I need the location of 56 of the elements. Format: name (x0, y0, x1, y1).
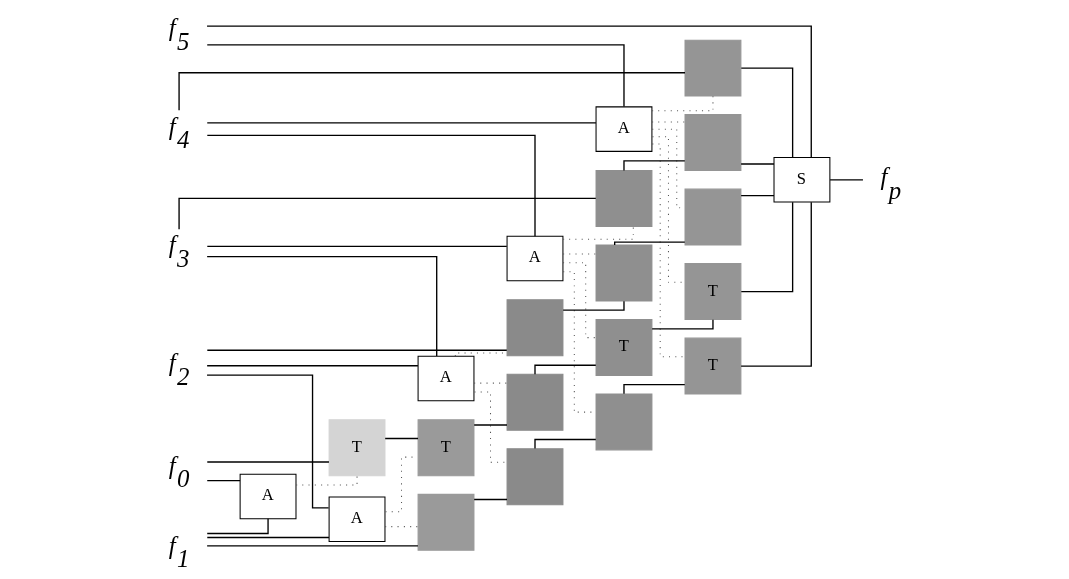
connector (739, 201, 812, 367)
node-box: T (684, 263, 741, 321)
node-box: A (239, 473, 296, 520)
connector (384, 437, 419, 440)
node-box (506, 448, 563, 506)
node-box (684, 114, 741, 172)
connector (533, 364, 596, 375)
node-box: T (417, 419, 474, 477)
connector (473, 424, 508, 426)
node-box: T (595, 319, 652, 376)
connector (561, 300, 625, 311)
connector (739, 194, 775, 197)
connector (206, 134, 536, 237)
connector (740, 67, 793, 159)
connector (740, 201, 793, 293)
connector (177, 197, 596, 230)
connector (206, 44, 625, 108)
node-box (595, 244, 652, 302)
connector (613, 241, 685, 246)
node-box (417, 493, 474, 551)
node-box: A (595, 106, 652, 152)
connector (177, 72, 686, 112)
connector (739, 163, 775, 165)
node-box (684, 188, 741, 246)
node-box (506, 299, 563, 357)
connector (206, 479, 241, 482)
connector (828, 179, 864, 181)
node-box: A (417, 355, 474, 402)
connector (651, 136, 685, 283)
node-box (595, 393, 652, 451)
node-box (684, 39, 741, 97)
connector (206, 122, 597, 124)
node-box: A (506, 235, 563, 282)
node-box: T (328, 419, 385, 477)
connector (206, 536, 330, 539)
node-box (595, 170, 652, 227)
connector (622, 384, 685, 395)
connector (205, 255, 437, 357)
node-box: T (684, 337, 741, 395)
connector (206, 245, 507, 248)
connector (205, 374, 329, 509)
connector (206, 349, 507, 351)
node-box: A (328, 496, 385, 542)
connector (622, 160, 685, 172)
connector (473, 498, 508, 501)
connector (205, 25, 812, 159)
connector (206, 518, 269, 535)
connector (473, 391, 507, 463)
connector (384, 526, 419, 528)
node-box: S (773, 157, 830, 203)
connector (205, 545, 419, 547)
node-box (506, 373, 563, 431)
connector (650, 319, 714, 330)
connector (206, 461, 330, 463)
connector (205, 365, 419, 367)
connector (533, 438, 596, 450)
